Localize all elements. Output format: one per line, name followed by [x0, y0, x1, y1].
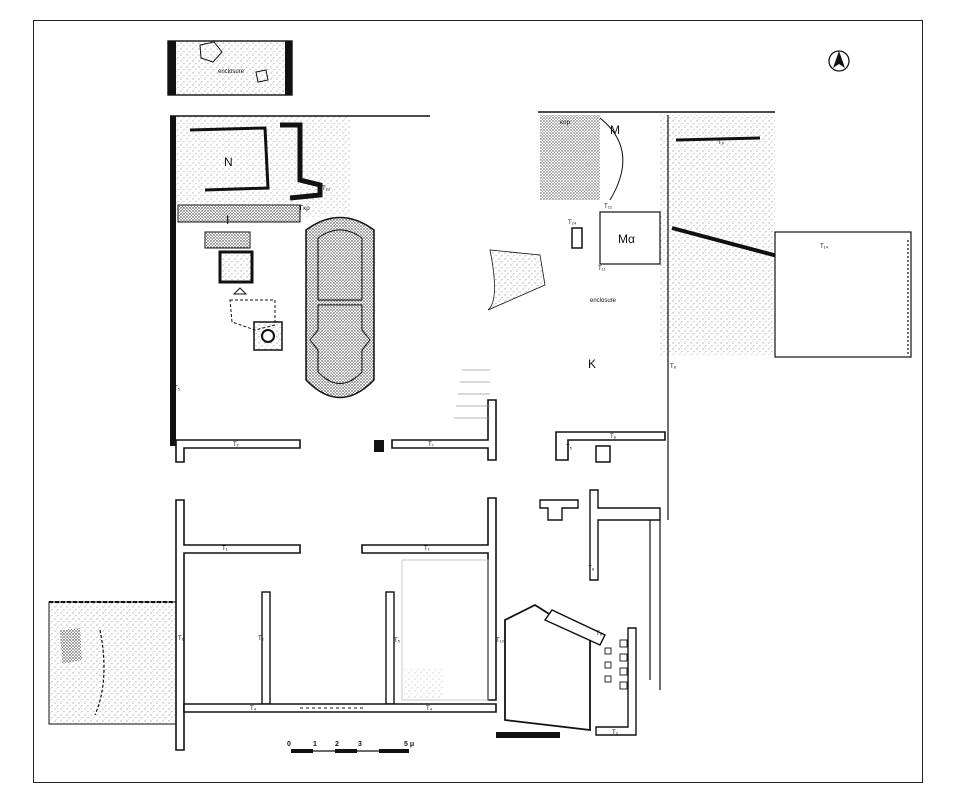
wall-t1-east	[361, 497, 497, 701]
scale-tick-3: 3	[358, 741, 362, 748]
trench-label: T₈	[670, 364, 677, 370]
south-rooms: T₁ T₁ T₂ T₅ T₁₀ T₄ T₄	[175, 497, 505, 751]
enclosure-label-top: enclosure	[218, 69, 245, 75]
trench-label: T₂₂	[322, 186, 331, 192]
trench-label: T₆	[610, 434, 617, 440]
scale-bar-segment	[335, 749, 357, 753]
trench-label: T₈	[588, 566, 595, 572]
room-i-wall	[177, 204, 301, 223]
annotation-ksp: κσp	[560, 120, 571, 126]
north-arrow-icon	[828, 50, 850, 72]
masonry-patch	[404, 668, 444, 698]
north-sondage-wall-east	[285, 41, 292, 95]
enclosure-label-k: enclosure	[590, 298, 617, 304]
north-sondage-stone	[255, 69, 269, 83]
curved-deposit	[599, 117, 624, 201]
scale-tick-0: 0	[287, 741, 291, 748]
wall-row-t7: T₇ T₇	[175, 399, 497, 463]
north-sondage-stone	[199, 41, 223, 63]
west-sondage: T₆	[48, 601, 185, 725]
scattered-stones	[487, 249, 546, 311]
northwest-area: N I T₂₂ Γκρ T₅	[170, 115, 430, 446]
west-sondage-stones	[60, 628, 82, 664]
room-ma	[599, 211, 661, 265]
scale-tick-5: 5 μ	[404, 741, 414, 748]
wall-row-t6: T₆ T₅	[555, 431, 666, 463]
trench-label: T₅	[174, 386, 181, 392]
pillar-bases	[604, 639, 628, 690]
wall-t9	[675, 136, 761, 142]
trench-label: T₁₁	[598, 266, 606, 272]
wall-t6	[555, 431, 666, 461]
east-excavated-zone	[660, 115, 775, 355]
trench-label: T₅	[394, 638, 401, 644]
wall-t5-mid	[385, 591, 395, 705]
apsidal-building	[305, 216, 375, 399]
trench-label: T₇	[428, 442, 434, 448]
north-sondage: enclosure	[167, 40, 293, 96]
trench-label: T₄	[426, 706, 433, 712]
north-sondage-outline	[167, 40, 293, 96]
trench-label: T₂₁	[604, 204, 612, 210]
scale-bar: 0 1 2 3 5 μ	[287, 741, 414, 753]
column-base	[261, 329, 275, 343]
west-wall-t5	[170, 116, 176, 446]
trench-label: T₁	[424, 546, 430, 552]
trench-label: T₆	[178, 636, 185, 642]
room-label-ma: Mα	[618, 232, 635, 246]
scale-bar-segment	[291, 749, 313, 753]
wall-t7-west	[175, 439, 301, 463]
room-i-block	[204, 231, 251, 249]
wall-diagonal	[671, 226, 786, 260]
plan-frame	[33, 20, 923, 783]
apse-north	[317, 229, 363, 301]
hexagonal-chamber	[504, 603, 591, 732]
trench-label: T₁₀	[496, 638, 505, 644]
dense-fill-m	[540, 115, 600, 200]
trench-label: T₁₄	[820, 244, 829, 250]
scale-tick-2: 2	[335, 741, 339, 748]
trench-label: T₇	[233, 442, 239, 448]
trench-label: T₁	[222, 546, 228, 552]
trench-label: T₄	[250, 706, 257, 712]
faint-room-outline	[401, 559, 489, 701]
room-n-east-wall	[280, 122, 323, 201]
northeast-area: M Mα K κσp enclosure T₁₄ T₉ T₂₄ T₁₁ T₂₁ …	[487, 111, 912, 520]
room-label-k: K	[588, 357, 596, 371]
trench-label: T₈	[596, 631, 603, 637]
trench-label: T₂	[258, 636, 265, 642]
wall-stub	[374, 440, 384, 452]
trench-label: T₅	[566, 445, 573, 451]
triangle-stone	[232, 287, 248, 295]
wall-t7-east	[391, 399, 497, 461]
trench-t14	[774, 231, 912, 358]
room-n-walls	[189, 126, 270, 192]
room-label-m: M	[610, 123, 620, 137]
wall-t6-inner	[595, 445, 611, 463]
trench-label: T₂₄	[568, 220, 577, 226]
wall-t8-diagonal	[543, 609, 606, 646]
west-sondage-outline	[48, 601, 177, 725]
apse-south	[309, 304, 371, 384]
wall-t2	[261, 591, 271, 705]
trench-label: T₉	[718, 140, 725, 146]
trench-label: T₃	[612, 730, 619, 736]
wall-stub-se	[539, 499, 579, 521]
square-base	[218, 250, 254, 284]
small-block	[571, 227, 583, 249]
north-sondage-wall-west	[168, 41, 176, 95]
stairs	[454, 369, 490, 419]
northwest-excavated-zone	[170, 117, 350, 217]
wall-t1-west	[175, 499, 301, 751]
scale-tick-1: 1	[313, 741, 317, 748]
room-label-n: N	[224, 155, 233, 169]
scale-bar-segment	[379, 749, 409, 753]
room-label-i: I	[226, 213, 229, 227]
wall-t4	[183, 703, 497, 713]
wall-t3-se	[595, 627, 637, 736]
annotation-gkp: Γκρ	[300, 206, 310, 212]
west-sondage-edge	[94, 629, 105, 716]
southeast-rooms: T₈ T₈ T₃	[496, 489, 661, 738]
